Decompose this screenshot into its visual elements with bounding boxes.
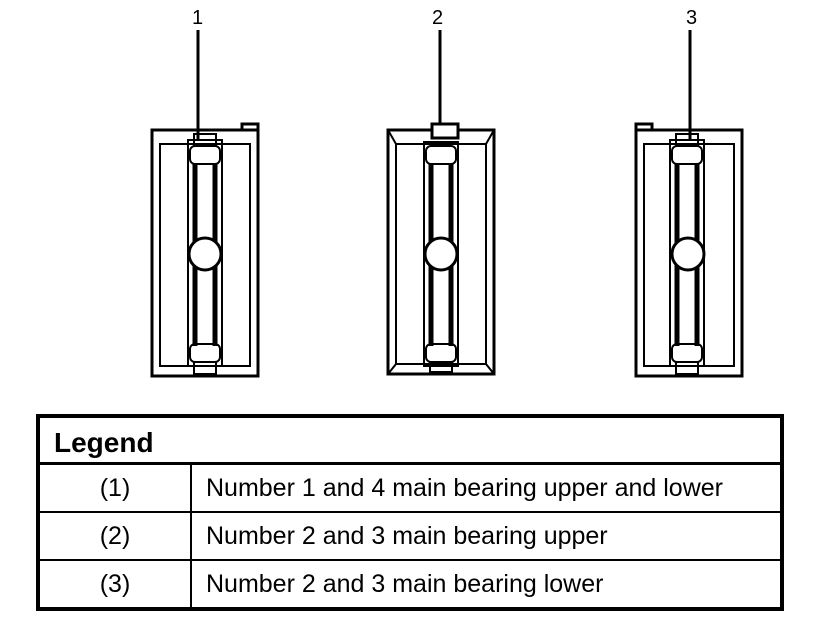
legend-rows: (1) Number 1 and 4 main bearing upper an… bbox=[40, 465, 780, 607]
bearing-1-tab bbox=[240, 122, 260, 130]
legend-key: (3) bbox=[40, 561, 192, 607]
bearing-2-bevel-tr bbox=[485, 129, 495, 145]
legend-row: (1) Number 1 and 4 main bearing upper an… bbox=[40, 465, 780, 511]
bearing-2-bevel-tl bbox=[387, 129, 397, 145]
bearing-3: 3 bbox=[634, 7, 744, 378]
legend-row: (2) Number 2 and 3 main bearing upper bbox=[40, 511, 780, 559]
legend-title: Legend bbox=[40, 418, 780, 465]
bearing-1-slot-bottom-ring bbox=[189, 343, 221, 363]
callout-label-3: 3 bbox=[686, 7, 697, 29]
legend-key: (2) bbox=[40, 513, 192, 559]
bearing-1-slot-bottom bbox=[193, 361, 217, 375]
bearing-3-tab bbox=[634, 122, 654, 130]
bearing-1-slot-top-ring bbox=[189, 145, 221, 165]
bearing-1-shell bbox=[150, 128, 260, 378]
bearing-diagram: 1 2 bbox=[150, 7, 744, 378]
legend-description: Number 2 and 3 main bearing upper bbox=[206, 522, 608, 550]
legend-row: (3) Number 2 and 3 main bearing lower bbox=[40, 559, 780, 607]
bearing-2-bevel-bl bbox=[387, 363, 397, 375]
bearing-3-slot-top-ring bbox=[671, 145, 703, 165]
bearing-1: 1 bbox=[150, 7, 260, 378]
bearing-1-oil-hole bbox=[187, 236, 223, 272]
callout-label-2: 2 bbox=[432, 7, 443, 29]
bearing-3-slot-bottom-ring bbox=[671, 343, 703, 363]
bearing-2-slot-top-ring bbox=[425, 145, 457, 165]
legend-key: (1) bbox=[40, 465, 192, 511]
bearing-2: 2 bbox=[386, 7, 496, 376]
bearing-3-slot-bottom bbox=[675, 361, 699, 375]
bearing-3-oil-hole bbox=[670, 236, 706, 272]
legend-table: Legend (1) Number 1 and 4 main bearing u… bbox=[36, 414, 784, 611]
legend-description: Number 1 and 4 main bearing upper and lo… bbox=[206, 474, 723, 502]
bearing-2-slot-bottom-ring bbox=[425, 343, 457, 363]
legend-description: Number 2 and 3 main bearing lower bbox=[206, 570, 604, 598]
bearing-2-bevel-br bbox=[485, 363, 495, 375]
bearing-3-shell bbox=[634, 128, 744, 378]
bearing-2-slot-bottom bbox=[429, 361, 453, 373]
callout-label-1: 1 bbox=[192, 7, 203, 29]
bearing-2-tab bbox=[430, 122, 460, 140]
bearing-2-oil-hole bbox=[423, 236, 459, 272]
